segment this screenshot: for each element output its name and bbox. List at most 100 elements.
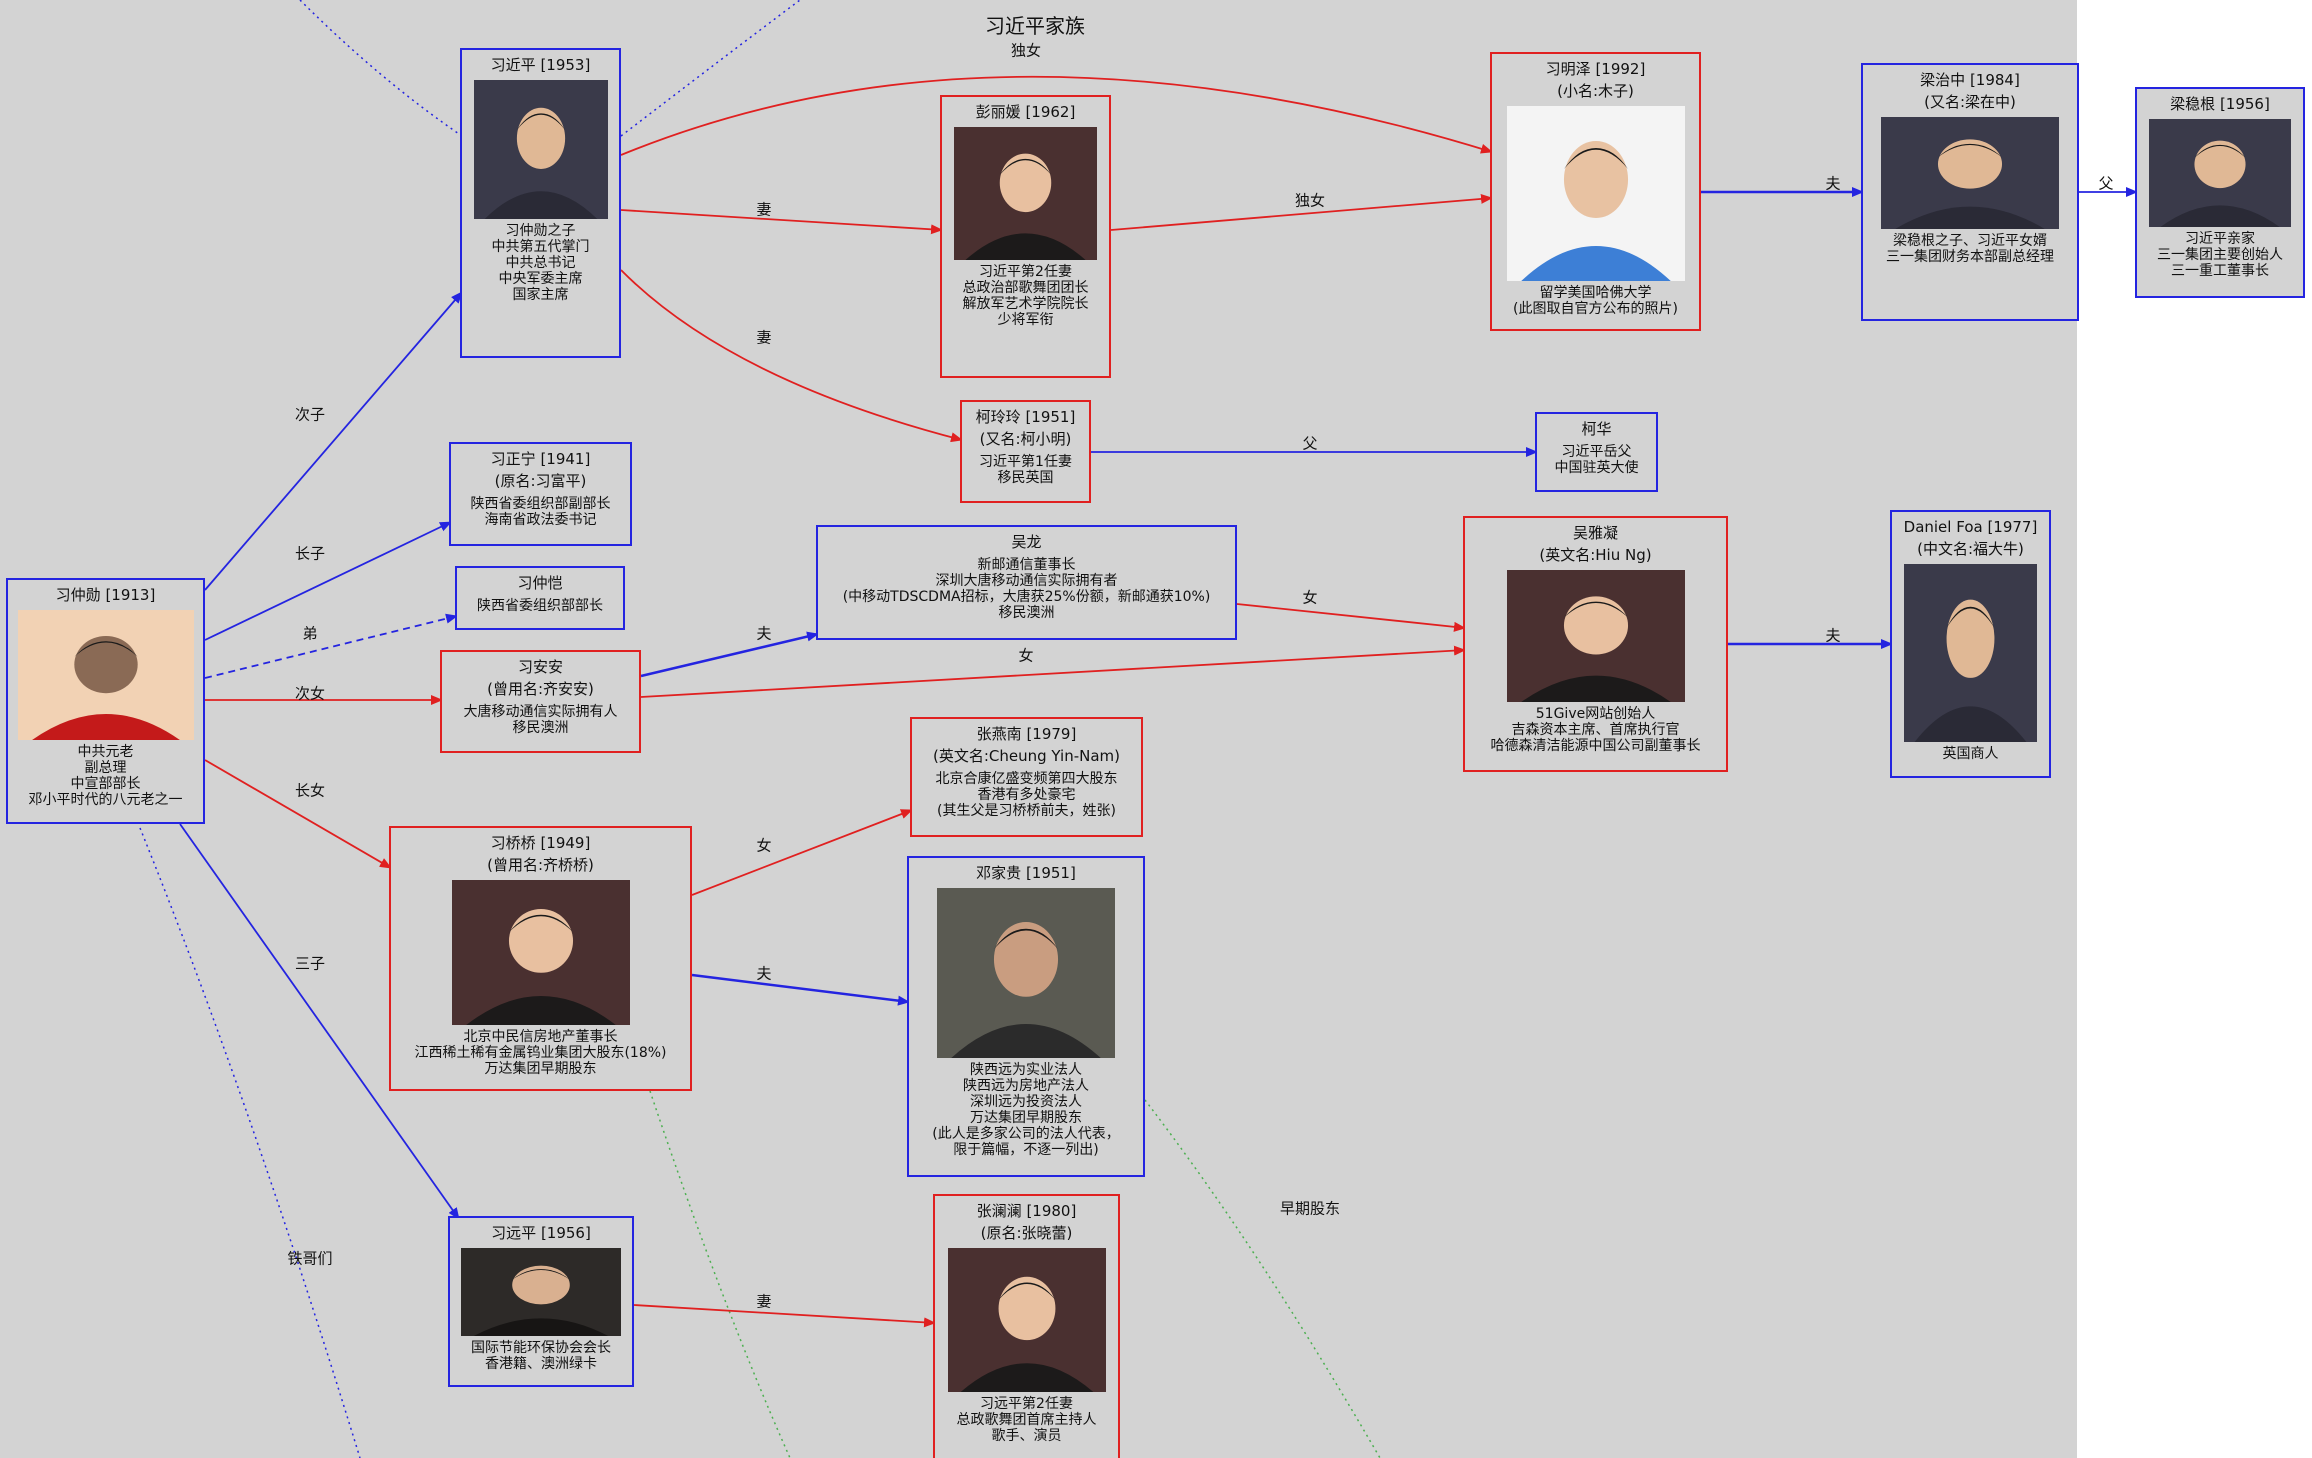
person-alias: (又名:柯小明) bbox=[979, 430, 1072, 448]
edge-label: 独女 bbox=[1010, 41, 1042, 60]
girl-portrait bbox=[1506, 106, 1685, 281]
edge-wulong-to-wuyaning bbox=[1236, 603, 1466, 632]
person-node-xijinping[interactable]: 习近平 [1953]习仲勋之子 中共第五代掌门 中共总书记 中央军委主席 国家主… bbox=[460, 48, 621, 358]
person-name: 习仲勋 [1913] bbox=[55, 586, 156, 604]
edge-label: 夫 bbox=[756, 624, 772, 643]
person-name: 张澜澜 [1980] bbox=[976, 1202, 1077, 1220]
person-node-xizhengning[interactable]: 习正宁 [1941] (原名:习富平) 陕西省委组织部副部长 海南省政法委书记 bbox=[449, 442, 632, 546]
edge-label: 次女 bbox=[294, 684, 326, 703]
person-node-kehua[interactable]: 柯华习近平岳父 中国驻英大使 bbox=[1535, 412, 1658, 492]
edge-xizhongxun-to-xijinping bbox=[204, 291, 463, 591]
person-name: 梁治中 [1984] bbox=[1920, 71, 2020, 89]
woman-portrait bbox=[451, 880, 630, 1025]
person-name: 邓家贵 [1951] bbox=[976, 864, 1076, 882]
person-alias: (又名:梁在中) bbox=[1924, 93, 2016, 111]
person-alias: (英文名:Hiu Ng) bbox=[1539, 546, 1652, 564]
person-name: Daniel Foa [1977] bbox=[1903, 518, 2038, 536]
person-node-liangzhizhong[interactable]: 梁治中 [1984](又名:梁在中)梁稳根之子、习近平女婿 三一集团财务本部副总… bbox=[1861, 63, 2079, 321]
edge-label: 女 bbox=[1018, 646, 1034, 665]
person-description: 习远平第2任妻 总政歌舞团首席主持人 歌手、演员 bbox=[956, 1396, 1097, 1444]
edge-label: 妻 bbox=[756, 200, 772, 219]
person-description: 国际节能环保协会会长 香港籍、澳洲绿卡 bbox=[471, 1340, 611, 1372]
connector-label-tiegemen: 铁哥们 bbox=[287, 1249, 333, 1268]
person-description: 习近平第1任妻 移民英国 bbox=[979, 454, 1072, 486]
edge-xijinping-to-ximingze bbox=[620, 75, 1493, 156]
group-photo bbox=[461, 1248, 621, 1336]
person-description: 陕西省委组织部部长 bbox=[477, 598, 603, 614]
person-node-wulong[interactable]: 吴龙新邮通信董事长 深圳大唐移动通信实际拥有者 (中移动TDSCDMA招标，大唐… bbox=[816, 525, 1237, 640]
person-node-kelingling[interactable]: 柯玲玲 [1951] (又名:柯小明) 习近平第1任妻 移民英国 bbox=[960, 400, 1091, 503]
person-node-zhanglanlan[interactable]: 张澜澜 [1980] (原名:张晓蕾) 习远平第2任妻 总政歌舞团首席主持人 歌手、… bbox=[933, 1194, 1120, 1458]
edge-label: 长子 bbox=[294, 544, 326, 563]
man-portrait bbox=[1904, 564, 2037, 742]
person-description: 新邮通信董事长 深圳大唐移动通信实际拥有者 (中移动TDSCDMA招标，大唐获2… bbox=[842, 557, 1211, 621]
person-description: 北京中民信房地产董事长 江西稀土稀有金属钨业集团大股东(18%) 万达集团早期股… bbox=[414, 1029, 667, 1077]
edge-pengliyuan-to-ximingze bbox=[1110, 193, 1493, 231]
edge-label: 夫 bbox=[1825, 626, 1841, 645]
person-node-ximingze[interactable]: 习明泽 [1992] (小名:木子) 留学美国哈佛大学 (此图取自官方公布的照片) bbox=[1490, 52, 1701, 331]
person-node-xiyuanping[interactable]: 习远平 [1956] 国际节能环保协会会长 香港籍、澳洲绿卡 bbox=[448, 1216, 634, 1387]
man-portrait bbox=[473, 80, 608, 219]
person-name: 张燕南 [1979] bbox=[976, 725, 1077, 743]
person-name: 习正宁 [1941] bbox=[490, 450, 591, 468]
edge-label: 长女 bbox=[294, 781, 326, 800]
person-name: 柯玲玲 [1951] bbox=[975, 408, 1076, 426]
dotted-connector-2 bbox=[139, 827, 361, 1458]
edge-xiqiaoqiao-to-zhangyannan bbox=[691, 809, 913, 896]
person-node-xizhongkai[interactable]: 习仲恺陕西省委组织部部长 bbox=[455, 566, 625, 630]
person-node-xianan[interactable]: 习安安(曾用名:齐安安)大唐移动通信实际拥有人 移民澳洲 bbox=[440, 650, 641, 753]
person-description: 北京合康亿盛变频第四大股东 香港有多处豪宅 (其生父是习桥桥前夫，姓张) bbox=[935, 771, 1118, 819]
person-node-dengjiagui[interactable]: 邓家贵 [1951] 陕西远为实业法人 陕西远为房地产法人 深圳远为投资法人 万达… bbox=[907, 856, 1145, 1177]
man-portrait bbox=[1881, 117, 2059, 229]
person-name: 吴龙 bbox=[1011, 533, 1042, 551]
edge-xiqiaoqiao-to-dengjiagui bbox=[691, 973, 910, 1006]
edge-label: 父 bbox=[2098, 174, 2114, 193]
person-node-zhangyannan[interactable]: 张燕南 [1979] (英文名:Cheung Yin-Nam) 北京合康亿盛变频第四… bbox=[910, 717, 1143, 837]
dotted-connector-0 bbox=[299, 0, 463, 137]
person-node-pengliyuan[interactable]: 彭丽媛 [1962] 习近平第2任妻 总政治部歌舞团团长 解放军艺术学院院长 少将… bbox=[940, 95, 1111, 378]
person-name: 习远平 [1956] bbox=[491, 1224, 591, 1242]
person-name: 习桥桥 [1949] bbox=[490, 834, 591, 852]
person-alias: (中文名:福大牛) bbox=[1917, 540, 2024, 558]
man-portrait bbox=[2149, 119, 2291, 227]
diagram-title: 习近平家族 bbox=[985, 14, 1085, 38]
person-alias: (小名:木子) bbox=[1557, 82, 1634, 100]
person-name: 梁稳根 [1956] bbox=[2170, 95, 2270, 113]
person-name: 习明泽 [1992] bbox=[1545, 60, 1646, 78]
person-alias: (原名:习富平) bbox=[494, 472, 587, 490]
person-description: 留学美国哈佛大学 (此图取自官方公布的照片) bbox=[1513, 285, 1678, 317]
edge-xijinping-to-pengliyuan bbox=[620, 209, 943, 235]
person-description: 习近平亲家 三一集团主要创始人 三一重工董事长 bbox=[2157, 231, 2283, 279]
person-description: 陕西远为实业法人 陕西远为房地产法人 深圳远为投资法人 万达集团早期股东 (此人… bbox=[932, 1062, 1120, 1158]
person-node-danielfoa[interactable]: Daniel Foa [1977] (中文名:福大牛) 英国商人 bbox=[1890, 510, 2051, 778]
woman-portrait bbox=[1506, 570, 1685, 702]
edge-label: 次子 bbox=[294, 405, 326, 424]
connector-label-zaoqigudong: 早期股东 bbox=[1279, 1199, 1341, 1218]
person-name: 柯华 bbox=[1581, 420, 1612, 438]
person-name: 彭丽媛 [1962] bbox=[975, 103, 1076, 121]
edge-xizhongxun-to-xiyuanping bbox=[179, 823, 460, 1220]
person-node-liangwengen[interactable]: 梁稳根 [1956] 习近平亲家 三一集团主要创始人 三一重工董事长 bbox=[2135, 87, 2305, 298]
person-alias: (原名:张晓蕾) bbox=[980, 1224, 1073, 1242]
person-alias: (英文名:Cheung Yin-Nam) bbox=[932, 747, 1120, 765]
person-node-xiqiaoqiao[interactable]: 习桥桥 [1949](曾用名:齐桥桥)北京中民信房地产董事长 江西稀土稀有金属钨… bbox=[389, 826, 692, 1091]
person-description: 习近平第2任妻 总政治部歌舞团团长 解放军艺术学院院长 少将军衔 bbox=[962, 264, 1089, 328]
person-name: 习安安 bbox=[517, 658, 563, 676]
dotted-connector-4 bbox=[1144, 1099, 1381, 1458]
man-sitting bbox=[937, 888, 1115, 1058]
edge-xizhongxun-to-xizhengning bbox=[204, 521, 452, 641]
edge-label: 三子 bbox=[294, 954, 326, 973]
edge-label: 女 bbox=[756, 836, 772, 855]
person-name: 习仲恺 bbox=[517, 574, 563, 592]
person-node-xizhongxun[interactable]: 习仲勋 [1913] 中共元老 副总理 中宣部部长 邓小平时代的八元老之一 bbox=[6, 578, 205, 824]
woman-portrait bbox=[947, 1248, 1106, 1392]
person-node-wuyaning[interactable]: 吴雅凝(英文名:Hiu Ng)51Give网站创始人 吉森资本主席、首席执行官 … bbox=[1463, 516, 1728, 772]
old-man-portrait bbox=[17, 610, 194, 740]
edge-label: 夫 bbox=[756, 964, 772, 983]
edge-label: 夫 bbox=[1825, 174, 1841, 193]
person-description: 英国商人 bbox=[1942, 746, 1999, 762]
person-description: 陕西省委组织部副部长 海南省政法委书记 bbox=[470, 496, 611, 528]
person-alias: (曾用名:齐安安) bbox=[487, 680, 594, 698]
person-description: 中共元老 副总理 中宣部部长 邓小平时代的八元老之一 bbox=[28, 744, 183, 808]
